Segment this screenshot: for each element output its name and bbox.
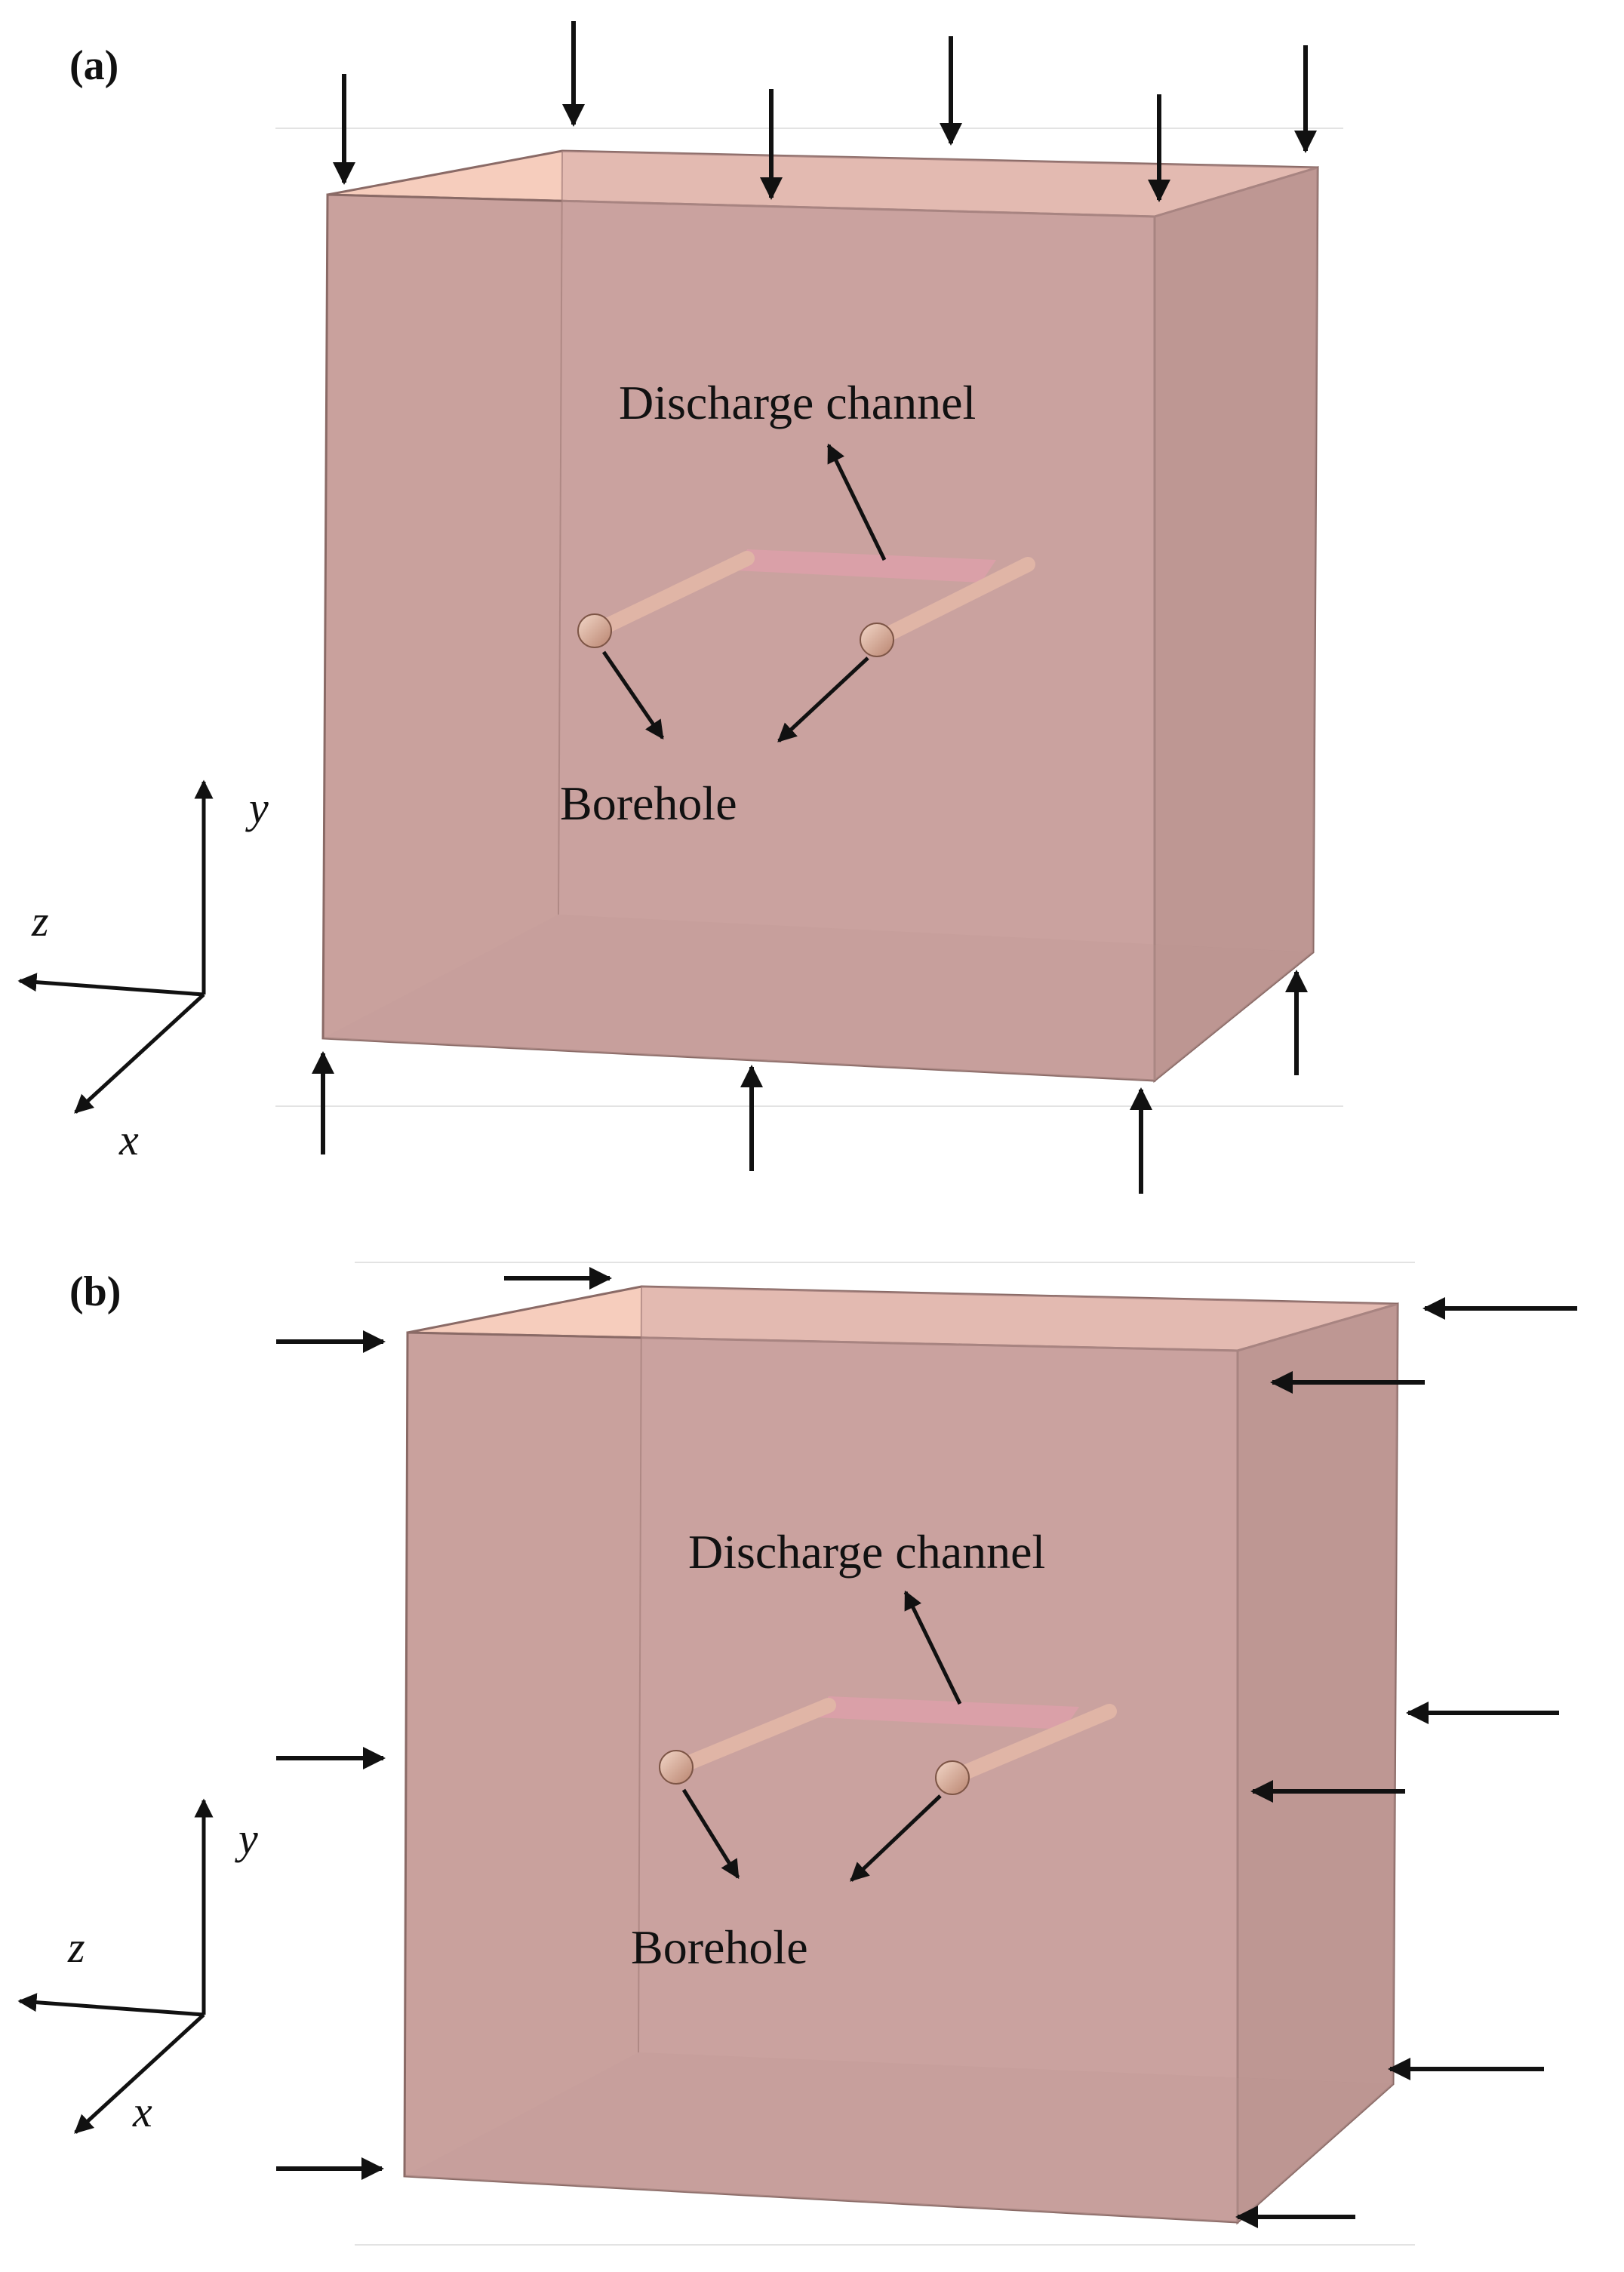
hidden-edge <box>638 1286 642 2053</box>
block-bottom-face <box>404 2052 1393 2222</box>
channel-pointer-arrow <box>826 443 887 561</box>
rock-block-b <box>403 1285 1399 2225</box>
channel-callout: Discharge channel <box>688 1525 1045 1579</box>
y-axis-label: y <box>245 783 269 832</box>
right-load-arrows <box>1235 1297 1577 2228</box>
z-axis-arrow <box>17 1993 205 2017</box>
top-load-arrows <box>333 21 1317 202</box>
borehole-tube-left <box>667 1698 836 1776</box>
coordinate-axes-b: y z x <box>17 1798 258 2136</box>
borehole-tube-left <box>586 551 755 640</box>
x-axis-label: x <box>132 2087 152 2136</box>
left-load-arrows <box>276 1267 612 2180</box>
x-axis-arrow <box>74 2013 205 2134</box>
block-inner-back-face <box>558 151 1318 952</box>
panel-b: (b) Discharge channel Borehole <box>17 1262 1577 2246</box>
borehole-right <box>860 623 894 657</box>
coordinate-axes-a: y z x <box>17 779 269 1164</box>
borehole-callout: Borehole <box>631 1920 808 1974</box>
channel-pointer-arrow <box>903 1590 962 1705</box>
borehole-left <box>659 1750 694 1785</box>
borehole-callout: Borehole <box>560 776 737 830</box>
borehole-pointer-arrow-right <box>850 1794 942 1882</box>
discharge-channel-a <box>577 549 1035 657</box>
block-inner-back-face <box>638 1287 1398 2084</box>
panel-a: (a) Discharge channel Borehole <box>17 21 1343 1194</box>
borehole-tube-right <box>945 1704 1117 1785</box>
block-bottom-face <box>323 915 1313 1081</box>
x-axis-label: x <box>118 1115 139 1164</box>
discharge-channel-b <box>659 1696 1117 1795</box>
borehole-right <box>935 1760 970 1795</box>
channel-callout: Discharge channel <box>619 376 976 429</box>
x-axis-arrow <box>74 993 205 1114</box>
borehole-pointer-arrow-left <box>681 1788 740 1880</box>
channel-plane <box>817 1696 1079 1729</box>
rock-block-a <box>321 149 1319 1084</box>
y-axis-label: y <box>235 1814 258 1863</box>
bottom-load-arrows <box>312 970 1308 1194</box>
panel-label-b: (b) <box>69 1268 121 1315</box>
borehole-pointer-arrow-left <box>601 650 665 740</box>
borehole-pointer-arrow-right <box>777 656 869 742</box>
z-axis-arrow <box>17 973 205 997</box>
z-axis-label: z <box>67 1923 85 1972</box>
borehole-left <box>577 613 612 648</box>
borehole-tube-right <box>869 557 1035 647</box>
channel-plane <box>736 549 996 583</box>
hidden-edge <box>558 150 563 915</box>
z-axis-label: z <box>31 896 49 945</box>
panel-label-a: (a) <box>69 42 118 89</box>
